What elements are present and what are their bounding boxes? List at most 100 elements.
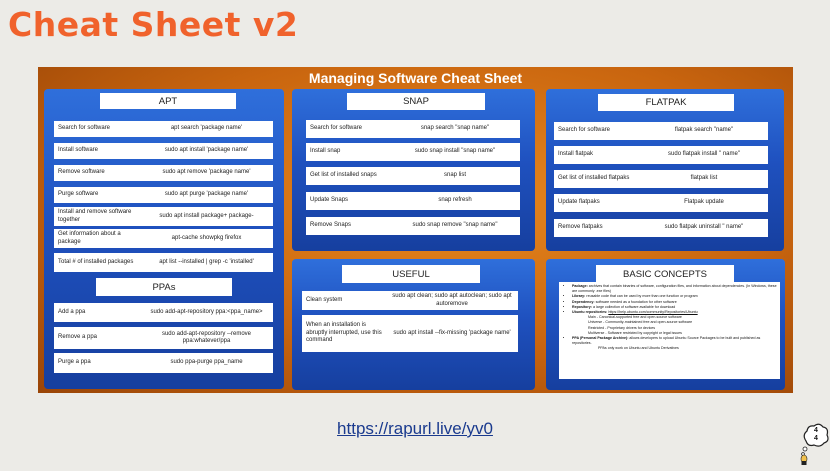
table-row: Remove flatpaks sudo flatpak uninstall "… bbox=[554, 219, 768, 237]
row-command: snap refresh bbox=[438, 197, 472, 204]
snap-panel: SNAP Search for software snap search "sn… bbox=[292, 89, 535, 251]
cheat-sheet-image: Managing Software Cheat Sheet APT Search… bbox=[38, 67, 793, 393]
table-row: Search for software snap search "snap na… bbox=[306, 120, 520, 138]
term: Dependency: bbox=[572, 299, 595, 304]
table-row: Search for software apt search 'package … bbox=[54, 121, 273, 137]
page-number: 4 bbox=[814, 435, 818, 442]
row-label: Install snap bbox=[310, 148, 341, 155]
row-command: apt search 'package name' bbox=[170, 125, 243, 132]
row-label: Search for software bbox=[558, 127, 611, 134]
table-row: Install snap sudo snap install "snap nam… bbox=[306, 143, 520, 161]
definition: a large collection of software available… bbox=[592, 304, 676, 309]
table-row: Clean system sudo apt clean; sudo apt au… bbox=[302, 291, 518, 310]
row-command: flatpak search "name" bbox=[674, 127, 734, 134]
repo-subitem: Universe - Community-maintained free and… bbox=[588, 320, 693, 325]
cheat-sheet-title: Managing Software Cheat Sheet bbox=[308, 70, 523, 86]
apt-header: APT bbox=[100, 93, 236, 109]
flatpak-panel: FLATPAK Search for software flatpak sear… bbox=[546, 89, 784, 251]
ppas-header: PPAs bbox=[96, 278, 232, 296]
basic-concepts-header: BASIC CONCEPTS bbox=[596, 265, 734, 283]
table-row: Purge a ppa sudo ppa-purge ppa_name bbox=[54, 353, 273, 373]
row-command: sudo apt remove 'package name' bbox=[162, 169, 251, 176]
row-label: Purge software bbox=[58, 191, 99, 198]
row-command: sudo snap install "snap name" bbox=[414, 148, 496, 155]
ubuntu-repositories-link[interactable]: https://help.ubuntu.com/community/Reposi… bbox=[608, 310, 698, 315]
page-badge: 4 4 bbox=[800, 421, 830, 466]
row-command: snap list bbox=[443, 172, 466, 179]
table-row: Install flatpak sudo flatpak install " n… bbox=[554, 146, 768, 164]
term: Repository: bbox=[572, 304, 592, 309]
list-item: Package: archives that contain binaries … bbox=[572, 284, 778, 294]
row-command: sudo apt clean; sudo apt autoclean; sudo… bbox=[392, 293, 512, 307]
list-item: Dependency: software needed as a foundat… bbox=[572, 300, 778, 305]
slide-link[interactable]: https://rapurl.live/yv0 bbox=[337, 419, 493, 438]
table-row: Get information about a package apt-cach… bbox=[54, 229, 273, 248]
row-label: Install flatpak bbox=[558, 151, 594, 158]
row-label: Get information about a package bbox=[58, 231, 121, 245]
slide-title: Cheat Sheet v2 bbox=[8, 5, 299, 44]
term: Ubuntu repositories: bbox=[572, 310, 608, 315]
row-command: sudo apt purge 'package name' bbox=[164, 191, 249, 198]
table-row: Remove a ppa sudo add-apt-repository --r… bbox=[54, 327, 273, 349]
cloud-icon bbox=[800, 423, 829, 465]
row-label: Clean system bbox=[306, 296, 343, 303]
list-item: Repository: a large collection of softwa… bbox=[572, 305, 778, 310]
row-command: Flatpak update bbox=[684, 199, 724, 206]
list-item: Library: reusable code that can be used … bbox=[572, 294, 778, 299]
snap-header: SNAP bbox=[347, 93, 485, 110]
useful-header: USEFUL bbox=[342, 265, 480, 283]
table-row: Add a ppa sudo add-apt-repository ppa:<p… bbox=[54, 303, 273, 322]
definition: allows developers to upload Ubuntu Sourc… bbox=[572, 336, 761, 346]
row-label: Purge a ppa bbox=[58, 359, 91, 366]
row-command: sudo flatpak install " name" bbox=[668, 151, 740, 158]
row-command: apt list --installed | grep -c 'installe… bbox=[159, 258, 254, 265]
row-command: sudo add-apt-repository --remove ppa:wha… bbox=[161, 330, 252, 345]
table-row: Search for software flatpak search "name… bbox=[554, 122, 768, 140]
row-command: sudo apt install package+ package- bbox=[159, 212, 254, 219]
row-command: sudo add-apt-repository ppa:<ppa_name> bbox=[150, 308, 263, 315]
row-label: Search for software bbox=[58, 125, 111, 132]
repo-subitem: Multiverse - Software restricted by copy… bbox=[588, 330, 682, 335]
row-label: Get list of installed snaps bbox=[310, 172, 377, 179]
row-command: sudo apt install --fix-missing 'package … bbox=[393, 329, 511, 336]
table-row: Get list of installed snaps snap list bbox=[306, 167, 520, 185]
row-label: Update flatpaks bbox=[558, 199, 600, 206]
repo-subitem: Main - Canonical-supported free and open… bbox=[588, 315, 682, 320]
row-command: snap search "snap name" bbox=[420, 125, 490, 132]
row-label: Get list of installed flatpaks bbox=[558, 175, 630, 182]
table-row: Get list of installed flatpaks flatpak l… bbox=[554, 170, 768, 188]
concepts-list: Package: archives that contain binaries … bbox=[559, 282, 780, 379]
apt-panel: APT Search for software apt search 'pack… bbox=[44, 89, 284, 389]
row-command: sudo flatpak uninstall " name" bbox=[664, 224, 744, 231]
list-item: Ubuntu repositories: https://help.ubuntu… bbox=[572, 310, 778, 315]
row-command: flatpak list bbox=[690, 175, 718, 182]
basic-concepts-panel: BASIC CONCEPTS Package: archives that co… bbox=[546, 259, 785, 390]
list-item: PPA (Personal Package Archive): allows d… bbox=[572, 336, 778, 346]
flatpak-header: FLATPAK bbox=[598, 94, 734, 111]
row-command: sudo ppa-purge ppa_name bbox=[170, 359, 243, 366]
row-label: Update Snaps bbox=[310, 197, 349, 204]
definition: reusable code that can be used by more t… bbox=[586, 294, 698, 299]
definition: software needed as a foundation for othe… bbox=[595, 299, 677, 304]
page-number: 4 bbox=[814, 427, 818, 434]
table-row: Update flatpaks Flatpak update bbox=[554, 194, 768, 212]
term: Library: bbox=[572, 294, 586, 299]
row-label: Total # of installed packages bbox=[58, 258, 134, 265]
term: PPA (Personal Package Archive): bbox=[572, 336, 629, 341]
table-row: Purge software sudo apt purge 'package n… bbox=[54, 187, 273, 203]
ppa-subitem: PPAs only work on Ubuntu and Ubuntu Deri… bbox=[598, 346, 679, 351]
row-label: Remove a ppa bbox=[58, 334, 98, 341]
table-row: Total # of installed packages apt list -… bbox=[54, 253, 273, 272]
table-row: Install software sudo apt install 'packa… bbox=[54, 143, 273, 159]
useful-panel: USEFUL Clean system sudo apt clean; sudo… bbox=[292, 259, 535, 390]
row-label: Remove software bbox=[58, 169, 105, 176]
table-row: Update Snaps snap refresh bbox=[306, 192, 520, 210]
definition: archives that contain binaries of softwa… bbox=[572, 284, 777, 294]
table-row: Install and remove software together sud… bbox=[54, 207, 273, 226]
row-command: sudo apt install 'package name' bbox=[164, 147, 249, 154]
row-label: Add a ppa bbox=[58, 308, 86, 315]
row-label: Install and remove software together bbox=[58, 209, 132, 223]
table-row: When an installation is abruptly interru… bbox=[302, 315, 518, 352]
row-command: apt-cache showpkg firefox bbox=[171, 234, 242, 241]
repo-subitem: Restricted - Proprietary drivers for dev… bbox=[588, 325, 656, 330]
